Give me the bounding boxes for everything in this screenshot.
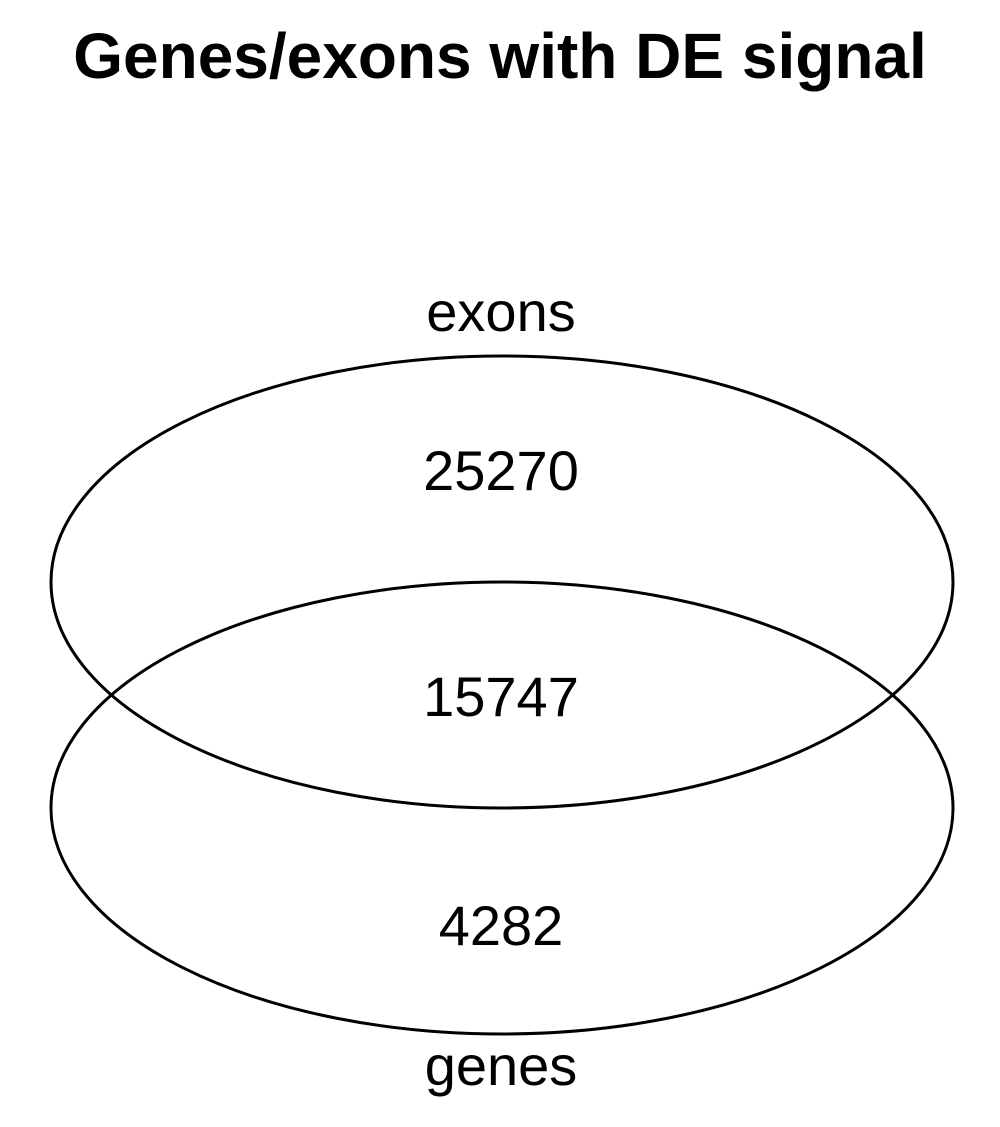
intersection-count: 15747: [423, 665, 579, 728]
exons-only-count: 25270: [423, 439, 579, 502]
exons-set-ellipse: [49, 354, 955, 810]
genes-set-ellipse: [49, 580, 955, 1036]
genes-set-label: genes: [425, 1034, 578, 1097]
exons-set-label: exons: [426, 280, 575, 343]
diagram-title: Genes/exons with DE signal: [73, 20, 927, 92]
genes-only-count: 4282: [439, 894, 564, 957]
